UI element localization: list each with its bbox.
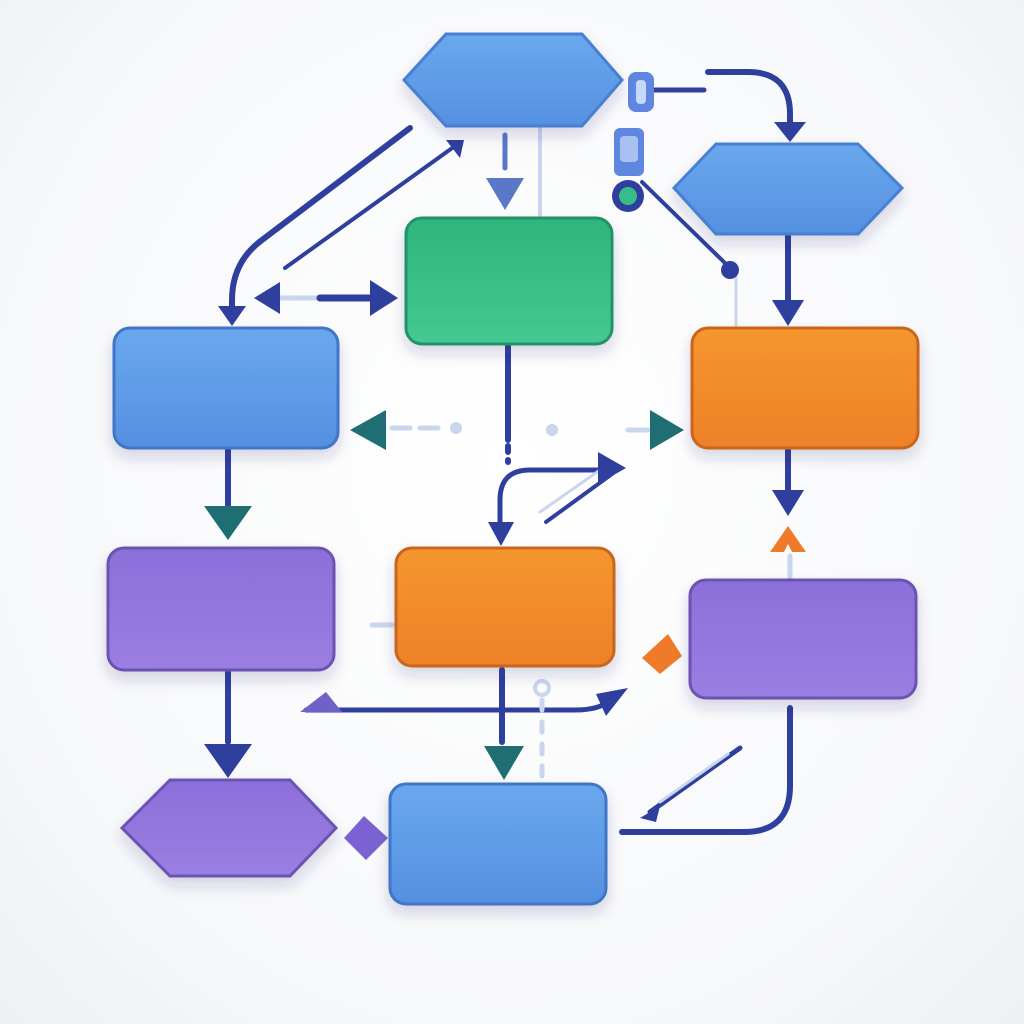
edge-n7-diagonal-guide <box>538 468 602 514</box>
node-n5[interactable] <box>690 326 920 450</box>
dot-n7-n10-guide <box>533 679 551 697</box>
node-n3[interactable] <box>404 216 614 346</box>
arrowhead-n8-up <box>770 526 806 552</box>
edge-n7-loop <box>497 467 603 533</box>
node-n6[interactable] <box>106 546 336 672</box>
edge-widget-n5 <box>640 180 728 266</box>
node-n10[interactable] <box>388 782 608 906</box>
edge-n1-n4 <box>229 125 413 315</box>
edge-diagonal-pencil <box>647 745 743 815</box>
arrowhead-mid-left <box>350 410 386 450</box>
node-n1[interactable] <box>401 32 624 128</box>
node-n2[interactable] <box>671 142 905 236</box>
dot-mid-center <box>546 424 558 436</box>
switch-widget-icon <box>612 72 739 279</box>
edge-n8-n10 <box>619 705 793 835</box>
node-n9[interactable] <box>119 778 339 878</box>
arrowhead-mid-right <box>650 410 684 450</box>
arrowhead-pencil-tip <box>640 806 660 822</box>
arrowhead-n8-left <box>642 634 682 674</box>
arrowhead-horizontal-right <box>596 688 628 716</box>
edge-n1-n2 <box>705 69 793 125</box>
arrowhead-n5-n8 <box>772 490 804 516</box>
arrowhead-n3-n4-left <box>254 282 280 314</box>
arrowhead-n9-n10 <box>344 816 388 860</box>
arrowhead-n1-n3 <box>486 178 524 210</box>
arrowhead-n6-n9 <box>204 744 252 778</box>
arrowhead-n1-n4 <box>218 306 246 326</box>
arrowhead-n2-n5 <box>772 300 804 326</box>
edge-n4-n1-return <box>283 144 457 270</box>
arrowhead-n3-n4-right <box>370 280 398 316</box>
arrowhead-n7-n10 <box>484 746 524 780</box>
arrowhead-n4-n6 <box>204 506 252 540</box>
arrowhead-horizontal-left <box>300 692 342 712</box>
arrowhead-n1-n2 <box>774 122 806 142</box>
dot-mid-left <box>450 422 462 434</box>
edge-diagonal-pencil-guide <box>658 752 730 804</box>
node-n4[interactable] <box>112 326 340 450</box>
arrowhead-n4-n1 <box>446 140 464 158</box>
node-n7[interactable] <box>394 546 616 668</box>
node-n8[interactable] <box>688 578 918 700</box>
arrowhead-loop-right <box>598 452 626 484</box>
arrowhead-n3-n7 <box>488 522 514 546</box>
edge-n6-n8-horizontal <box>303 697 613 713</box>
